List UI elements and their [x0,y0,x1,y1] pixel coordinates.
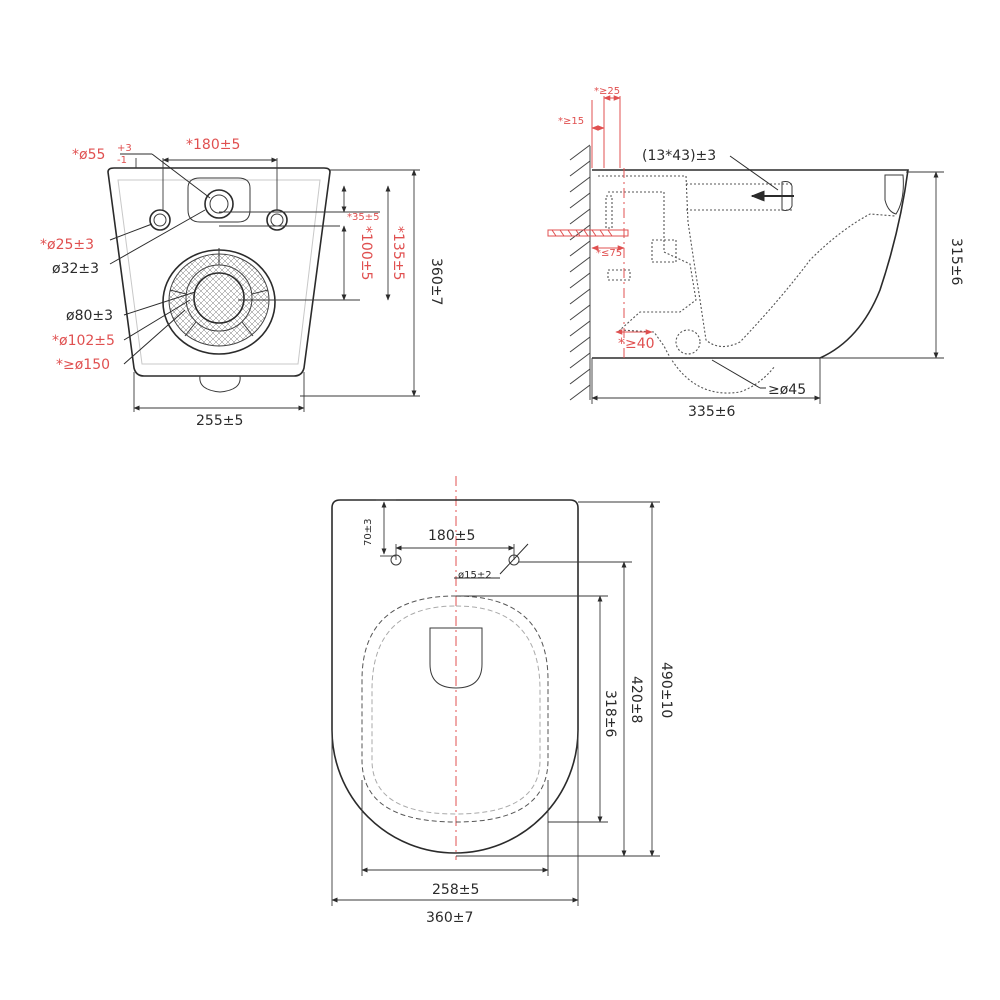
side-g15-label: *≥15 [558,116,584,127]
bowl-ribs [169,248,269,337]
side-w335-label: 335±6 [688,404,735,420]
front-d150-label: *≥ø150 [56,357,110,373]
outlet-55-outer [204,189,234,219]
side-g40-label: *≥40 [618,336,655,352]
hole-left-outer [149,209,171,231]
bowl-80 [193,272,245,324]
front-bottom-lip [199,375,241,393]
side-d45-label: ≥ø45 [768,382,806,398]
top-view: 70±3 180±5 ø15±2 490±10 420±8 318±6 258±… [331,476,674,926]
top-w258-label: 258±5 [432,882,479,898]
top-h490-label: 490±10 [658,662,674,718]
outlet-55-inner [209,194,229,214]
front-inner-outline [117,179,321,365]
front-w255-label: 255±5 [196,413,243,429]
wall-hatching [569,144,591,401]
side-outline [592,169,909,359]
side-s75-label: *≤75 [596,248,622,259]
front-h360-label: 360±7 [428,258,444,305]
front-outline [107,167,331,377]
front-h135-label: *135±5 [390,226,406,280]
top-seat-inner [371,605,541,815]
front-d55-tol-upper: +3 [117,143,132,154]
top-bowl [361,595,549,823]
top-w180-label: 180±5 [428,528,475,544]
front-top-recess [187,177,251,223]
side-h315-label: 315±6 [948,238,964,285]
top-h420-label: 420±8 [628,676,644,723]
front-h35-label: *35±5 [347,212,379,223]
top-h318-label: 318±6 [602,690,618,737]
side-rim [884,174,904,215]
front-h100-label: *100±5 [358,226,374,280]
top-w360-label: 360±7 [426,910,473,926]
side-outlet-pipe [605,195,677,281]
top-opening [429,627,483,689]
slot-shape [781,181,793,211]
top-d15-label: ø15±2 [458,570,492,581]
side-g25-label: *≥25 [594,86,620,97]
side-outlet-45 [675,329,701,355]
side-view: *≥25 *≥15 (13*43)±3 *≤75 *≥40 ≥ø45 315±6… [547,86,964,420]
front-d55-label: *ø55 [72,147,105,163]
hole-left-inner [153,213,167,227]
front-d25-label: *ø25±3 [40,237,94,253]
anchor-bolt-thread [551,229,613,237]
hole-right-outer [266,209,288,231]
top-outline [331,499,579,854]
side-trap [608,191,776,394]
front-view: *ø55 +3 -1 *180±5 *ø25±3 ø32±3 ø80±3 *ø1… [40,137,444,429]
front-d80-label: ø80±3 [66,308,113,324]
front-d32-label: ø32±3 [52,261,99,277]
top-h70-label: 70±3 [363,519,374,546]
front-w180-label: *180±5 [186,137,240,153]
front-d102-label: *ø102±5 [52,333,115,349]
side-slot-label: (13*43)±3 [642,148,716,164]
front-d55-tol-lower: -1 [117,155,127,166]
side-inner-channel [598,175,896,348]
hole-right-inner [270,213,284,227]
